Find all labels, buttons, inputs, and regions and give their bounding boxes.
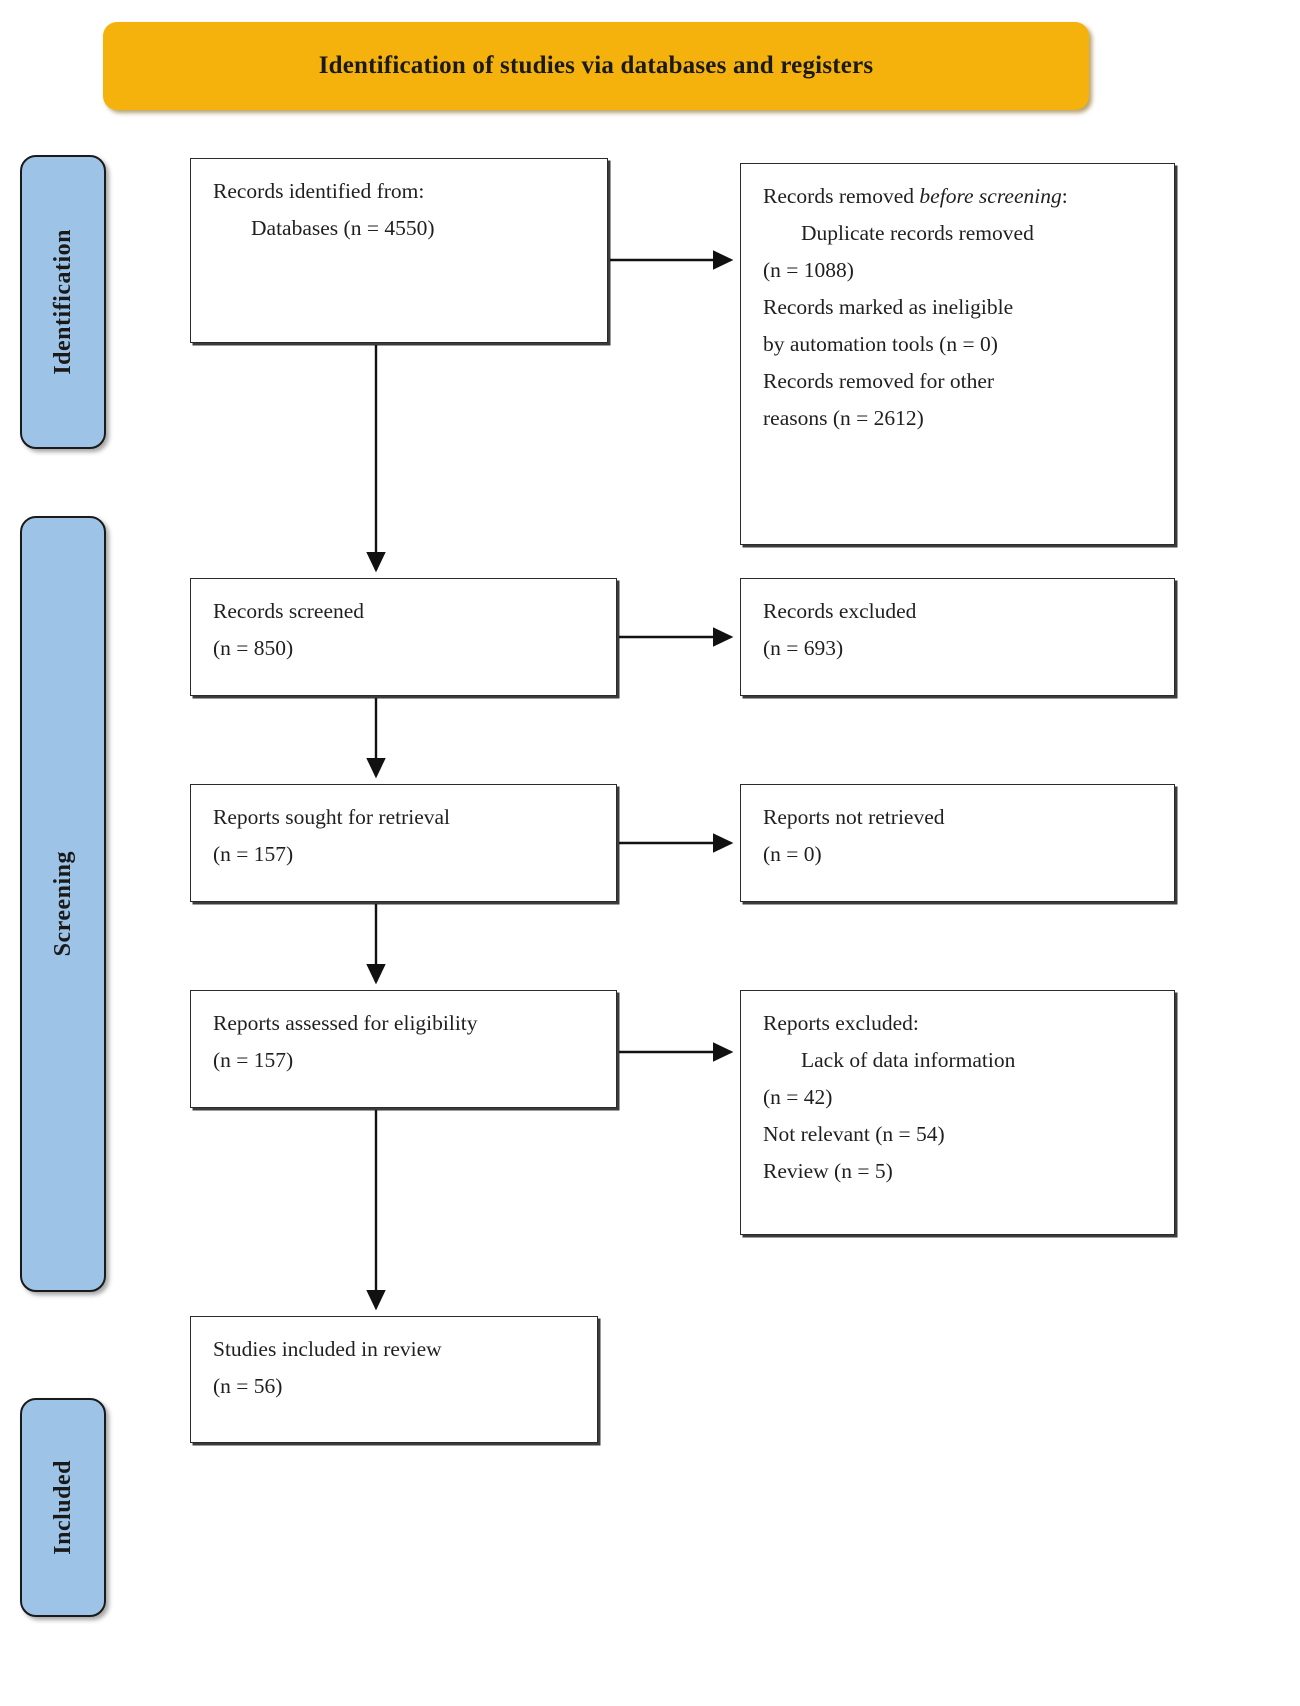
reports-assessed-line1: Reports assessed for eligibility: [213, 1011, 478, 1035]
box-reports-sought-for-retrieval: Reports sought for retrieval (n = 157): [190, 784, 617, 902]
box-records-screened: Records screened (n = 850): [190, 578, 617, 696]
diagram-header-banner: Identification of studies via databases …: [103, 22, 1089, 110]
stage-label-included: Included: [49, 1460, 76, 1555]
reports-excluded-heading: Reports excluded:: [763, 1011, 919, 1035]
records-removed-heading-italic: before screening: [919, 184, 1062, 208]
reports-sought-line1: Reports sought for retrieval: [213, 805, 451, 829]
studies-included-line1: Studies included in review: [213, 1337, 442, 1361]
records-removed-item3-count: reasons (n = 2612): [763, 405, 924, 430]
diagram-title: Identification of studies via databases …: [318, 52, 874, 79]
stage-label-screening: Screening: [49, 851, 76, 957]
box-reports-excluded: Reports excluded: Lack of data informati…: [740, 990, 1175, 1235]
box-reports-assessed-for-eligibility: Reports assessed for eligibility (n = 15…: [190, 990, 617, 1108]
records-identified-line1: Records identified from:: [213, 179, 425, 203]
reports-excluded-item3: Review (n = 5): [763, 1158, 893, 1183]
records-excluded-line2: (n = 693): [763, 635, 844, 660]
stage-label-identification: Identification: [49, 229, 76, 375]
stage-pill-screening: Screening: [20, 516, 106, 1292]
records-removed-item3: Records removed for other: [763, 368, 995, 393]
box-records-excluded: Records excluded (n = 693): [740, 578, 1175, 696]
box-reports-not-retrieved: Reports not retrieved (n = 0): [740, 784, 1175, 902]
records-removed-item1-count: (n = 1088): [763, 257, 854, 282]
box-studies-included-in-review: Studies included in review (n = 56): [190, 1316, 598, 1443]
records-removed-item2: Records marked as ineligible: [763, 294, 1014, 319]
studies-included-line2: (n = 56): [213, 1373, 283, 1398]
records-excluded-line1: Records excluded: [763, 599, 917, 623]
reports-excluded-item2: Not relevant (n = 54): [763, 1121, 945, 1146]
box-records-identified: Records identified from: Databases (n = …: [190, 158, 608, 343]
records-screened-line2: (n = 850): [213, 635, 294, 660]
records-removed-item2-count: by automation tools (n = 0): [763, 331, 998, 356]
stage-pill-identification: Identification: [20, 155, 106, 449]
reports-assessed-line2: (n = 157): [213, 1047, 294, 1072]
records-identified-line2: Databases (n = 4550): [251, 215, 435, 240]
records-screened-line1: Records screened: [213, 599, 365, 623]
records-removed-item1: Duplicate records removed: [801, 220, 1034, 245]
records-removed-heading: Records removed before screening:: [763, 178, 1156, 215]
box-records-removed-before-screening: Records removed before screening: Duplic…: [740, 163, 1175, 545]
reports-sought-line2: (n = 157): [213, 841, 294, 866]
records-removed-heading-plain: Records removed: [763, 184, 920, 208]
records-removed-heading-tail: :: [1061, 184, 1068, 208]
reports-not-retrieved-line1: Reports not retrieved: [763, 805, 945, 829]
stage-pill-included: Included: [20, 1398, 106, 1617]
reports-excluded-item1-count: (n = 42): [763, 1084, 833, 1109]
reports-not-retrieved-line2: (n = 0): [763, 841, 822, 866]
reports-excluded-item1: Lack of data information: [801, 1047, 1016, 1072]
